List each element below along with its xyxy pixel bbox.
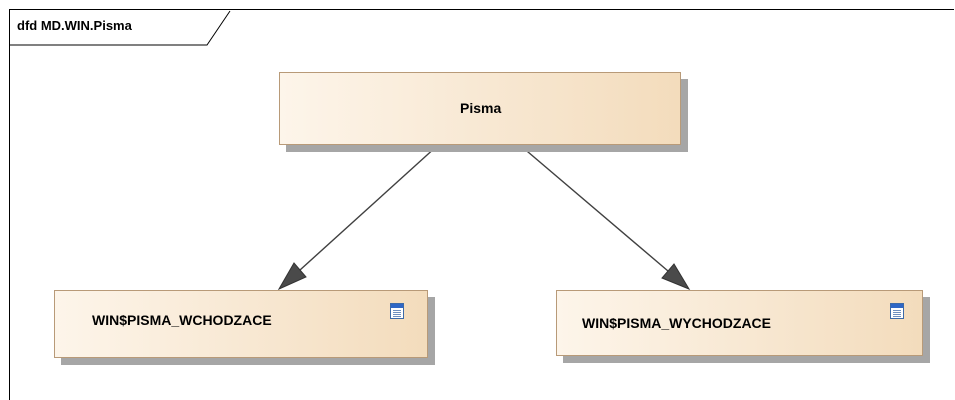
frame-title: dfd MD.WIN.Pisma — [17, 18, 132, 33]
frame-title-tab — [9, 10, 231, 46]
table-icon — [390, 303, 404, 319]
node-win-pisma-wchodzace[interactable]: WIN$PISMA_WCHODZACE — [54, 290, 428, 358]
node-wchodzace-label: WIN$PISMA_WCHODZACE — [92, 312, 272, 328]
node-wychodzace-label: WIN$PISMA_WYCHODZACE — [582, 315, 772, 331]
node-win-pisma-wychodzace[interactable]: WIN$PISMA_WYCHODZACE — [556, 290, 923, 356]
table-icon — [890, 303, 904, 319]
node-pisma-label: Pisma — [460, 100, 502, 116]
edge-pisma-to-wychodzace[interactable] — [520, 145, 691, 291]
node-pisma[interactable]: Pisma — [279, 72, 681, 145]
edge-pisma-to-wchodzace[interactable] — [277, 145, 438, 291]
diagram-frame — [9, 9, 954, 400]
